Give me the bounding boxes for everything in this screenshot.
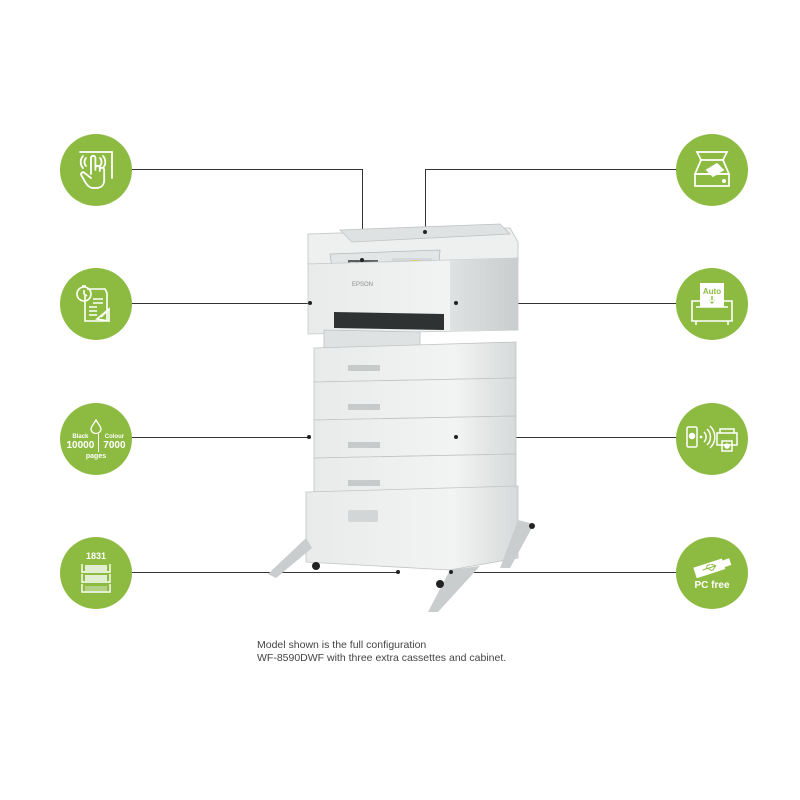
black-label: Black xyxy=(72,434,89,440)
stopwatch-document-icon xyxy=(76,285,110,322)
cassette-3 xyxy=(313,415,517,459)
leader-line-touch-vertical xyxy=(362,169,363,261)
pages-label: pages xyxy=(85,452,107,460)
leader-line-scanner xyxy=(425,169,677,170)
black-yield: 10000 xyxy=(66,440,95,451)
ink-drop-icon xyxy=(90,418,102,434)
brand-label: EPSON xyxy=(352,282,373,288)
paper-trays-icon xyxy=(81,564,111,593)
cassette-2 xyxy=(313,377,517,421)
cassette-1 xyxy=(313,341,517,383)
leader-dot-scanner xyxy=(423,230,427,234)
colour-label: Colour xyxy=(104,434,125,440)
caption-line-1: Model shown is the full configuration xyxy=(257,639,427,651)
leader-dot-ink xyxy=(307,435,311,439)
feature-badge-wireless xyxy=(676,403,748,475)
auto-label: Auto xyxy=(703,287,721,296)
flatbed-scanner-icon xyxy=(693,151,731,187)
leader-dot-capacity xyxy=(396,570,400,574)
paper-capacity-value: 1831 xyxy=(85,551,107,561)
phone-wifi-printer-icon xyxy=(686,425,738,452)
feature-badge-auto: Auto xyxy=(676,268,748,340)
leader-dot-touch xyxy=(360,258,364,262)
auto-feed-icon: Auto xyxy=(691,283,733,325)
leader-dot-pcfree xyxy=(449,570,453,574)
leader-line-fastprint xyxy=(124,303,310,304)
leader-dot-wireless xyxy=(454,435,458,439)
feature-badge-pcfree: PC free xyxy=(676,537,748,609)
leader-line-capacity xyxy=(124,572,398,573)
leader-line-touch xyxy=(124,169,363,170)
leader-line-ink xyxy=(124,437,309,438)
feature-badge-fastprint xyxy=(60,268,132,340)
leader-line-scanner-vertical xyxy=(425,169,426,232)
feature-badge-ink: Black 10000 Colour 7000 pages xyxy=(60,403,132,475)
leader-line-pcfree xyxy=(451,572,677,573)
feature-badge-scanner xyxy=(676,134,748,206)
printer-illustration: EPSON xyxy=(268,223,535,612)
usb-stick-icon xyxy=(693,557,732,578)
caption-line-2: WF-8590DWF with three extra cassettes an… xyxy=(257,652,507,664)
leader-dot-fastprint xyxy=(308,301,312,305)
feature-badge-touch xyxy=(60,134,132,206)
pc-free-label: PC free xyxy=(694,579,730,591)
leader-dot-auto xyxy=(454,301,458,305)
model-caption: Model shown is the full configuration WF… xyxy=(257,639,506,665)
leader-line-wireless xyxy=(456,437,677,438)
hand-touch-nfc-icon xyxy=(79,151,113,189)
feature-badge-capacity: 1831 xyxy=(60,537,132,609)
leader-line-auto xyxy=(456,303,677,304)
ink-divider xyxy=(98,433,100,452)
colour-yield: 7000 xyxy=(103,440,126,451)
